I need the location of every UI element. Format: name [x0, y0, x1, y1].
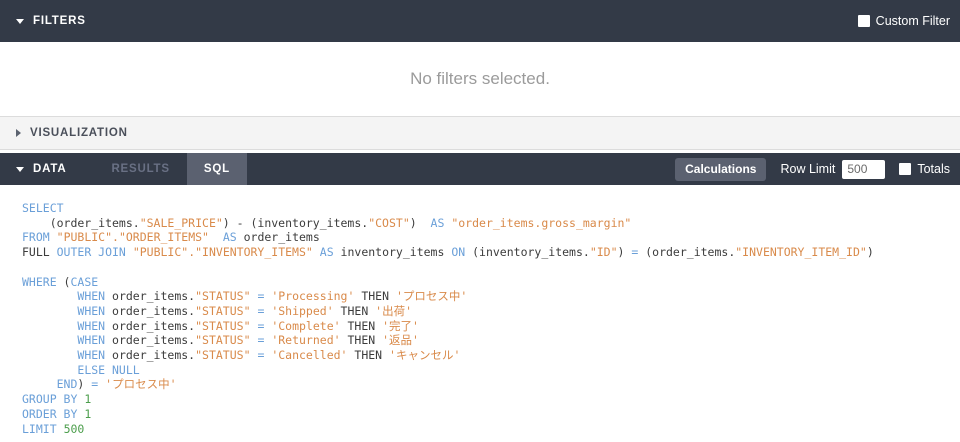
- caret-down-icon[interactable]: [16, 18, 24, 24]
- tab-sql[interactable]: SQL: [186, 153, 247, 185]
- sql-panel: SELECT (order_items."SALE_PRICE") - (inv…: [0, 185, 960, 437]
- caret-right-icon[interactable]: [16, 129, 21, 137]
- filters-header-left[interactable]: FILTERS: [0, 0, 86, 42]
- visualization-section-header[interactable]: VISUALIZATION: [0, 116, 960, 150]
- visualization-title: VISUALIZATION: [30, 127, 128, 139]
- data-section-header[interactable]: DATA RESULTS SQL Calculations Row Limit …: [0, 153, 960, 185]
- data-header-right: Calculations Row Limit Totals: [675, 153, 960, 185]
- row-limit-label: Row Limit: [780, 162, 836, 176]
- filters-empty-state: No filters selected.: [0, 42, 960, 116]
- totals-label: Totals: [917, 162, 950, 176]
- data-header-left[interactable]: DATA: [0, 153, 66, 185]
- row-limit-input[interactable]: [842, 159, 886, 179]
- tab-results[interactable]: RESULTS: [111, 163, 170, 175]
- custom-filter-checkbox[interactable]: [857, 15, 870, 27]
- caret-down-icon[interactable]: [16, 166, 24, 172]
- totals-checkbox[interactable]: [899, 163, 912, 175]
- totals-toggle[interactable]: Totals: [899, 162, 950, 176]
- no-filters-message: No filters selected.: [410, 69, 550, 88]
- filters-header-right: Custom Filter: [844, 0, 960, 42]
- filters-section-header[interactable]: FILTERS Custom Filter: [0, 0, 960, 42]
- custom-filter-toggle[interactable]: Custom Filter: [857, 14, 950, 28]
- filters-title: FILTERS: [33, 15, 86, 27]
- data-title: DATA: [33, 163, 67, 175]
- custom-filter-label: Custom Filter: [875, 14, 950, 28]
- calculations-button[interactable]: Calculations: [675, 157, 767, 181]
- sql-query-text[interactable]: SELECT (order_items."SALE_PRICE") - (inv…: [22, 201, 874, 436]
